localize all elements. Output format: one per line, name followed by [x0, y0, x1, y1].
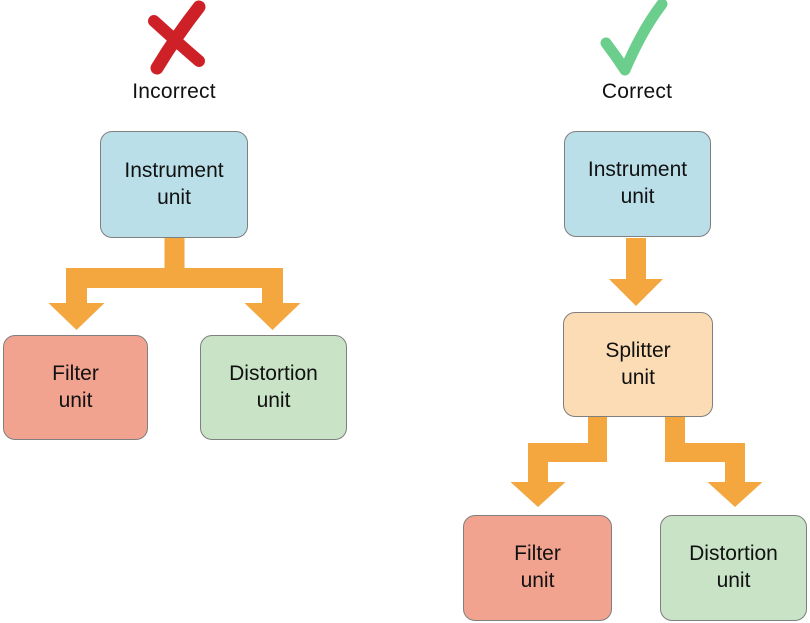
elbow-arrow-left — [510, 417, 607, 507]
x-mark-icon — [148, 0, 206, 75]
split-arrow — [48, 238, 301, 330]
down-arrow — [609, 238, 663, 306]
node-filter-unit: Filter unit — [463, 515, 612, 621]
check-mark-icon — [600, 0, 668, 76]
elbow-arrow-right — [665, 417, 763, 507]
node-filter-unit: Filter unit — [3, 335, 148, 440]
node-splitter-unit: Splitter unit — [563, 312, 713, 417]
node-distortion-unit: Distortion unit — [660, 515, 807, 621]
incorrect-label: Incorrect — [132, 80, 216, 103]
node-distortion-unit: Distortion unit — [200, 335, 347, 440]
correct-label: Correct — [601, 80, 673, 103]
node-instrument-unit: Instrument unit — [564, 131, 711, 237]
node-instrument-unit: Instrument unit — [100, 131, 248, 238]
